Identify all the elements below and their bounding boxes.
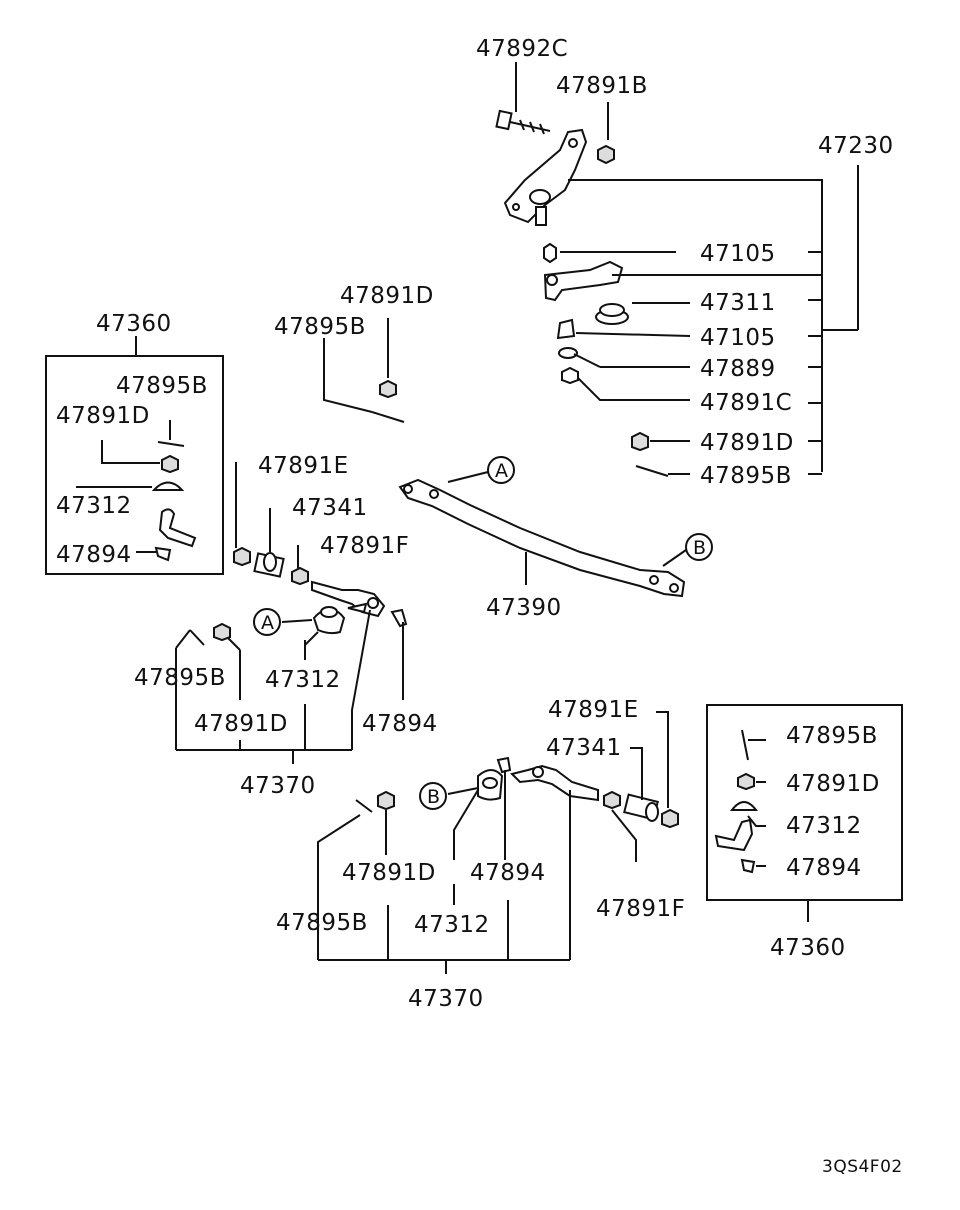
label-47105-upper: 47105 [700,241,776,267]
label-47360-left: 47360 [96,311,172,337]
pin-47895B-right [635,465,669,477]
callout-A-mid [253,608,313,636]
idler-arm [543,260,624,302]
label-47891C: 47891C [700,390,792,416]
label-47895B-midleft: 47895B [134,665,226,691]
label-47341-left: 47341 [292,495,368,521]
callout-A-top [487,456,515,484]
label-47895B-top: 47895B [274,314,366,340]
label-47230: 47230 [818,133,894,159]
label-47891F-left: 47891F [320,533,409,559]
washer-47889 [558,347,578,359]
label-47891D-right: 47891D [700,430,794,456]
label-47360-right: 47360 [770,935,846,961]
label-47891E-right: 47891E [548,697,639,723]
label-47341-right: 47341 [546,735,622,761]
callout-B-top [685,533,713,561]
label-47891D-midright: 47891D [342,860,436,886]
diagram-code: 3QS4F02 [822,1157,903,1177]
label-47891D-left: 47891D [56,403,150,429]
nut-47891C [561,366,579,385]
bushing-47105-lower [556,318,576,340]
callout-A-top-label: A [495,460,508,482]
label-47895B-rightbox: 47895B [786,723,878,749]
label-47894-midleft: 47894 [362,711,438,737]
label-47312-left: 47312 [56,493,132,519]
label-47895B-midright: 47895B [276,910,368,936]
nut-47891B [597,144,615,165]
label-47891D-top: 47891D [340,283,434,309]
label-47894-left: 47894 [56,542,132,568]
right-tie-rod-parts [317,711,679,974]
left-tie-rod-parts [189,462,408,646]
box-47360-right [706,704,903,922]
label-47312-rightbox: 47312 [786,813,862,839]
label-47889: 47889 [700,356,776,382]
box-47360-left [45,336,224,575]
label-47312-midright: 47312 [414,912,490,938]
label-47370-left: 47370 [240,773,316,799]
label-47891D-rightbox: 47891D [786,771,880,797]
label-47891E-left: 47891E [258,453,349,479]
seal-47311 [595,303,629,325]
callout-B-mid [419,782,479,810]
label-47390: 47390 [486,595,562,621]
callout-A-mid-label: A [261,612,274,634]
bracket-47370-left [175,609,404,764]
label-47105-lower: 47105 [700,325,776,351]
bolt-47892C [495,109,551,135]
callout-B-top-label: B [693,537,706,559]
label-47370-right: 47370 [408,986,484,1012]
callout-B-mid-label: B [427,786,440,808]
idler-bracket [503,128,588,226]
label-47891D-midleft: 47891D [194,711,288,737]
nut-47891D-right [631,431,649,452]
label-47894-rightbox: 47894 [786,855,862,881]
center-link-fasteners [323,318,405,423]
bushing-47105-upper [543,242,557,264]
label-47312-midleft: 47312 [265,667,341,693]
label-47891B: 47891B [556,73,648,99]
idler-arm-assembly [495,62,859,477]
label-47891F-right: 47891F [596,896,685,922]
label-47895B-right: 47895B [700,463,792,489]
label-47892C: 47892C [476,36,568,62]
label-47895B-left: 47895B [116,373,208,399]
label-47311: 47311 [700,290,776,316]
label-47894-midright: 47894 [470,860,546,886]
center-link-47390 [398,471,687,598]
